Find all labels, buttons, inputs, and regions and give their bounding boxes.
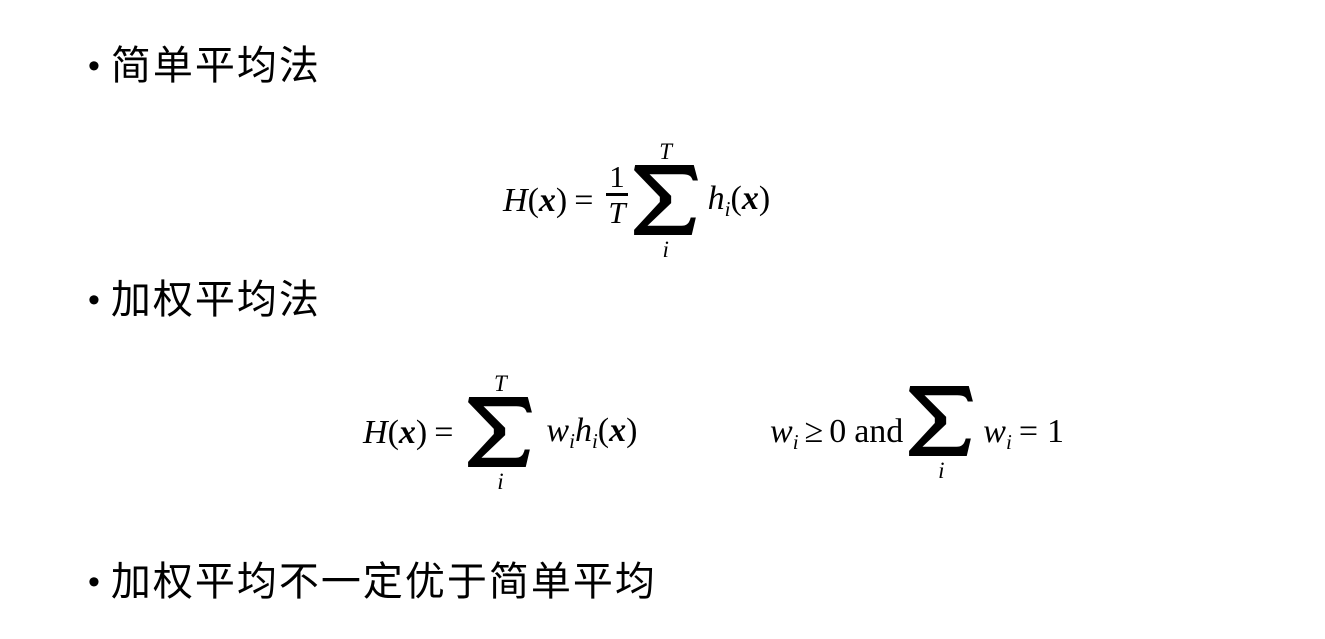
sum-upper-limit: T [659,139,673,164]
fraction-one-over-T: 1 T [606,158,628,230]
sum-lower-index: i [938,458,945,483]
paren-open: ( [387,413,399,451]
equals-sign: = [574,181,594,219]
var-x-bold: x [609,411,627,449]
paren-open: ( [730,179,742,217]
number-zero: 0 [829,413,847,450]
word-and: and [854,413,904,450]
var-x-bold: x [741,179,759,217]
bullet-marker: • [88,47,100,85]
formula-weighted-average: H(x)= T i wihi(x) [363,372,637,493]
formula-rhs-term: hi(x) [708,180,771,222]
paren-close: ) [758,179,771,217]
sigma-summation-icon [468,397,533,467]
sum-lower-index: i [497,469,504,494]
sum-upper-limit: T [494,371,507,396]
var-x-bold: x [398,413,416,451]
sigma-summation-icon [633,165,698,235]
sum-lower-index: i [662,237,669,262]
subscript-i: i [569,428,575,453]
bullet-text-simple-average: 简单平均法 [110,44,321,88]
var-x-bold: x [538,181,556,219]
paren-close: ) [626,411,638,449]
fraction-numerator: 1 [609,158,625,194]
bullet-marker: • [88,563,100,601]
greater-equal-sign: ≥ [804,413,824,450]
bullet-item-weighted-average: • 加权平均法 [88,276,321,324]
var-w: w [770,413,793,450]
constraint-rhs: wi=1 [983,413,1064,455]
var-w: w [546,411,570,449]
formula-lhs: H(x)= [503,182,602,220]
subscript-i: i [591,428,598,453]
sigma-summation-icon [909,386,974,456]
paren-open: ( [527,181,539,219]
summation-operator: i [909,386,974,483]
fraction-denominator: T [606,193,628,230]
summation-operator: T i [468,371,533,494]
bullet-marker: • [88,281,100,319]
paren-close: ) [415,413,428,451]
var-w: w [983,413,1006,450]
subscript-i: i [1005,430,1012,454]
var-H: H [363,413,388,451]
summation-operator: T i [633,139,698,262]
var-H: H [503,181,528,219]
formula-simple-average: H(x)= 1 T T i hi(x) [503,140,770,261]
bullet-text-weighted-not-always-better: 加权平均不一定优于简单平均 [110,560,657,604]
equals-sign: = [434,413,454,451]
var-h: h [574,411,592,449]
paren-open: ( [597,411,610,449]
formula-lhs: H(x)= [363,414,462,452]
bullet-item-simple-average: • 简单平均法 [88,42,321,90]
paren-close: ) [555,181,568,219]
formula-rhs-term: wihi(x) [546,412,637,454]
var-h: h [707,179,725,217]
subscript-i: i [724,196,731,221]
number-one: 1 [1047,413,1065,450]
subscript-i: i [792,430,799,454]
equals-sign: = [1018,413,1039,450]
bullet-text-weighted-average: 加权平均法 [110,278,321,322]
bullet-item-weighted-not-always-better: • 加权平均不一定优于简单平均 [88,558,657,606]
